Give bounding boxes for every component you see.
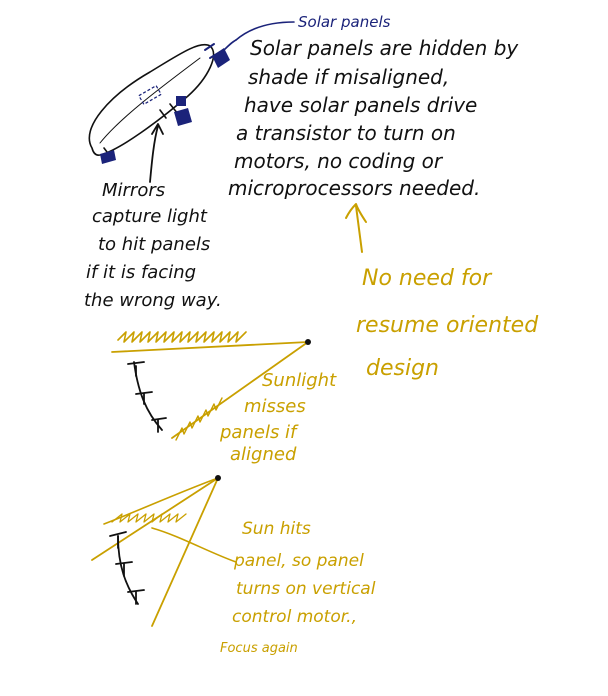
- sunlight-ray-down: [151, 477, 219, 627]
- sunlight-note-line: Sunlight: [262, 370, 337, 391]
- no-need-note: No need for resume oriented design: [356, 266, 539, 381]
- sun-hits-note: Sun hits panel, so panel turns on vertic…: [232, 519, 376, 627]
- sun-point: [305, 339, 311, 345]
- main-note-line: Solar panels are hidden by: [250, 36, 519, 60]
- solar-panel-bottom: [100, 147, 116, 164]
- sunlight-hatching-top: [117, 331, 247, 343]
- sun-hits-pointer: [151, 527, 237, 563]
- main-note-line: have solar panels drive: [244, 93, 477, 117]
- no-need-note-line: No need for: [362, 266, 493, 291]
- main-note-line: microprocessors needed.: [228, 176, 480, 200]
- sun-hits-note-line: control motor.,: [232, 607, 357, 627]
- mirrors-note-line: if it is facing: [86, 262, 196, 283]
- solar-panels-pointer: [235, 21, 295, 41]
- solar-panel-top: [204, 39, 237, 68]
- sun-point: [215, 475, 221, 481]
- mirrors-arrow: [149, 123, 164, 183]
- panel-arc: [117, 535, 139, 605]
- sun-hits-note-line: panel, so panel: [233, 551, 364, 571]
- sun-hits-note-line: Sun hits: [242, 519, 311, 539]
- sun-hits-note-line: turns on vertical: [236, 579, 376, 599]
- main-note-line: shade if misaligned,: [248, 65, 449, 89]
- sunlight-note-line: misses: [244, 396, 306, 417]
- mirrors-note-line: capture light: [92, 206, 208, 227]
- panel-ticks: [109, 531, 145, 605]
- solar-panel-middle: [159, 96, 192, 126]
- main-note: Solar panels are hidden by shade if misa…: [228, 36, 519, 200]
- sunlight-beam-hatch: [111, 513, 187, 523]
- no-need-note-line: design: [366, 356, 439, 381]
- focus-again-label: Focus again: [220, 641, 298, 656]
- panel-ticks: [127, 361, 167, 433]
- satellite-window: [138, 84, 162, 106]
- satellite-sketch: [88, 21, 295, 183]
- satellite-body: [88, 43, 215, 156]
- main-note-line: motors, no coding or: [234, 149, 444, 173]
- sunlight-note-line: panels if: [219, 422, 299, 443]
- sunlight-ray-horizontal: [111, 341, 309, 353]
- main-note-line: a transistor to turn on: [236, 121, 456, 145]
- mirrors-note-line: the wrong way.: [84, 290, 222, 311]
- sunlight-note: Sunlight misses panels if aligned: [219, 370, 337, 465]
- mirrors-note-line: to hit panels: [98, 234, 210, 255]
- mirrors-note: Mirrors capture light to hit panels if i…: [84, 180, 222, 311]
- sunlight-note-line: aligned: [230, 444, 297, 465]
- diagram-aligned: [111, 331, 311, 441]
- no-need-note-line: resume oriented: [356, 313, 539, 338]
- sunlight-hatching-diagonal: [175, 397, 223, 441]
- caret-mark: [345, 203, 367, 253]
- mirrors-note-line: Mirrors: [102, 180, 165, 201]
- diagram-misaligned: [91, 475, 237, 627]
- solar-panels-label: Solar panels: [298, 13, 391, 31]
